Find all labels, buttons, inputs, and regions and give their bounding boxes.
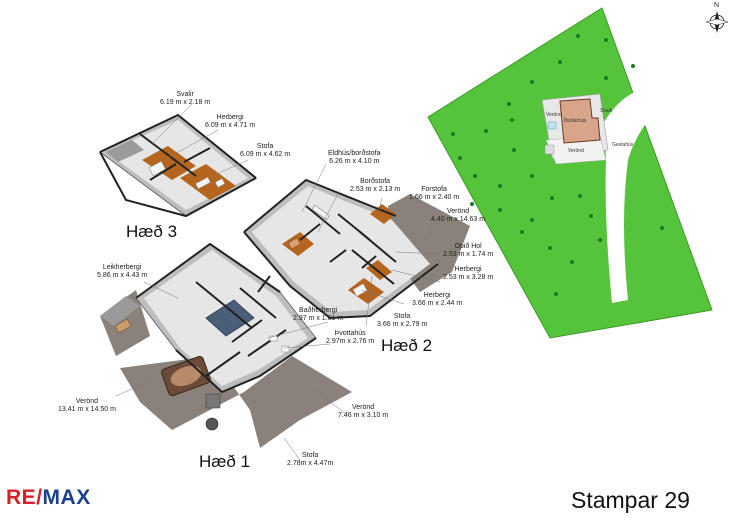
site-trees <box>451 34 664 296</box>
floor1-title: Hæð 1 <box>199 452 251 471</box>
floor2-title: Hæð 2 <box>381 336 433 355</box>
leader-lines <box>115 103 441 461</box>
floor1-stairs <box>205 393 221 409</box>
floor1-washer <box>281 345 290 353</box>
floor3-plan <box>99 113 257 218</box>
site-deck-south-label: Verönd <box>568 148 584 154</box>
site-house <box>559 98 601 144</box>
floor3-title: Hæð 3 <box>126 222 178 241</box>
remax-logo: RE/MAX <box>6 486 91 509</box>
floor1-hot-tub-water <box>170 365 202 387</box>
site-side-label: Gestahús <box>612 142 634 148</box>
floor3-table <box>214 178 226 188</box>
floor3-sofa <box>195 176 211 190</box>
floor2-kitchen-counter <box>311 204 330 220</box>
floor1-patio-table <box>114 318 132 334</box>
site-plan <box>427 7 713 339</box>
floor2-table <box>287 237 301 250</box>
north-arrow-icon <box>705 11 729 33</box>
floor1-bath-fixture <box>269 335 278 342</box>
site-deck-west-label: Verönd <box>546 112 562 118</box>
floor1-walls <box>135 242 317 394</box>
floor3-balcony <box>106 140 144 162</box>
floor1-bbq <box>205 417 219 431</box>
site-plot-grass <box>427 7 713 339</box>
floor3-bed <box>148 160 166 177</box>
site-driveway <box>604 87 672 303</box>
site-small-deck <box>544 144 555 155</box>
floor1-plan <box>100 242 352 448</box>
floor2-bed <box>352 283 368 297</box>
site-hot-tub <box>547 121 557 130</box>
floor2-wood-stofa <box>366 260 392 280</box>
site-small-label: Svalir <box>600 108 613 114</box>
property-name: Stampar 29 <box>571 487 690 513</box>
floor1-gravel-west <box>100 296 140 326</box>
compass-north-label: N <box>714 2 720 9</box>
floor2-plan <box>243 178 470 320</box>
floor3-walls <box>99 113 257 218</box>
site-house-label: Íbúðarhús <box>564 118 587 124</box>
floor2-walls <box>243 178 439 320</box>
floor3-wood-herbergi <box>142 146 196 180</box>
